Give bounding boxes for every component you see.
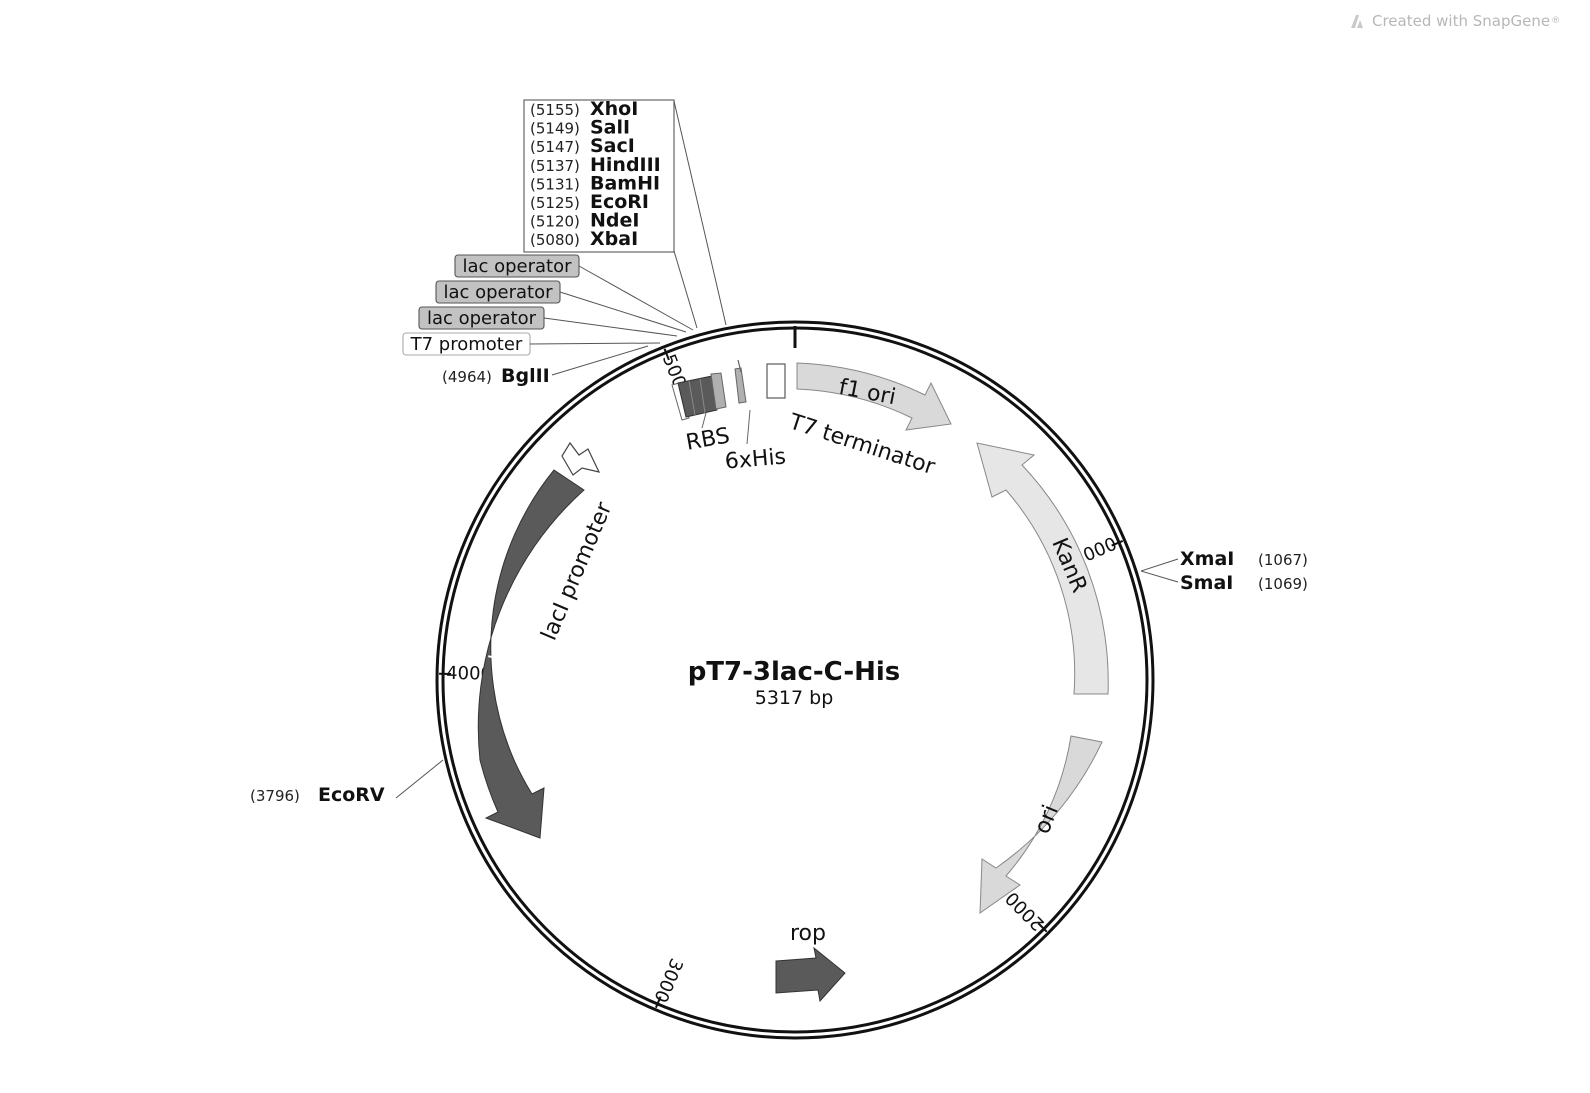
site-smai-name: SmaI bbox=[1180, 572, 1233, 594]
watermark: Created with SnapGene® bbox=[1348, 9, 1560, 33]
mcs-site-name: SacI bbox=[590, 135, 635, 157]
site-ecorv-position: (3796) bbox=[250, 787, 300, 805]
feature-laci-label: lacI bbox=[485, 621, 517, 664]
snapgene-logo-icon bbox=[1351, 15, 1363, 28]
mcs-site-position: (5147) bbox=[530, 138, 580, 156]
mcs-site-name: NdeI bbox=[590, 210, 639, 232]
feature-rbs-block bbox=[710, 372, 727, 410]
site-bglii-leader bbox=[551, 345, 649, 376]
mcs-leader-line-2 bbox=[673, 250, 698, 329]
mcs-site-position: (5137) bbox=[530, 157, 580, 175]
mcs-site-position: (5131) bbox=[530, 175, 580, 193]
feature-rop-arrow bbox=[775, 946, 846, 1003]
boxed-feature-label: T7 promoter bbox=[410, 334, 523, 355]
boxed-feature-leader bbox=[543, 317, 678, 337]
site-smai-position: (1069) bbox=[1258, 575, 1308, 593]
expression-cassette bbox=[671, 359, 751, 445]
site-xmai-name: XmaI bbox=[1180, 548, 1234, 570]
site-bglii-position: (4964) bbox=[442, 368, 492, 386]
mcs-box bbox=[523, 99, 675, 253]
site-xmai-leader bbox=[1140, 558, 1179, 572]
plasmid-name: pT7-3lac-C-His bbox=[688, 657, 901, 687]
site-smai-leader bbox=[1140, 570, 1179, 583]
tick-label: 2000 bbox=[1002, 887, 1049, 934]
boxed-feature-label: lac operator bbox=[427, 308, 537, 329]
boxed-feature-leader bbox=[559, 291, 687, 333]
backbone-outer-ring bbox=[435, 320, 1155, 1040]
site-bglii-name: BglII bbox=[501, 365, 550, 387]
feature-ori-arrow bbox=[979, 735, 1103, 914]
feature-f1-ori-arrow bbox=[796, 362, 952, 431]
watermark-text: Created with SnapGene bbox=[1372, 12, 1551, 30]
mcs-site-position: (5125) bbox=[530, 194, 580, 212]
feature-laci-promoter-arrow bbox=[561, 441, 601, 476]
tick-mark bbox=[654, 996, 662, 1009]
boxed-feature-leader bbox=[578, 265, 694, 331]
site-xmai-position: (1067) bbox=[1258, 551, 1308, 569]
boxed-feature-label: lac operator bbox=[443, 282, 553, 303]
site-ecorv-name: EcoRV bbox=[318, 784, 385, 806]
feature-rop-label: rop bbox=[790, 921, 826, 946]
feature-kanr-arrow bbox=[976, 442, 1109, 695]
tick-label: 4000 bbox=[446, 663, 492, 685]
site-ecorv-leader bbox=[395, 759, 444, 799]
feature-laci-arrow bbox=[477, 469, 585, 839]
boxed-feature-labels: lac operator lac operator lac operator T7 p… bbox=[402, 254, 694, 356]
mcs-site-position: (5155) bbox=[530, 101, 580, 119]
mcs-site-name: XbaI bbox=[590, 228, 638, 250]
feature-6xhis-block bbox=[734, 367, 747, 404]
mcs-site-name: BamHI bbox=[590, 172, 660, 194]
plasmid-length: 5317 bp bbox=[755, 687, 834, 709]
boxed-feature-leader bbox=[529, 342, 661, 345]
mcs-site-position: (5149) bbox=[530, 120, 580, 138]
tick-mark bbox=[663, 348, 670, 361]
watermark-registered-mark: ® bbox=[1551, 16, 1561, 26]
mcs-site-name: SalI bbox=[590, 117, 630, 139]
feature-t7-terminator-box bbox=[766, 363, 786, 399]
tick-mark bbox=[1037, 922, 1048, 933]
mcs-site-position: (5080) bbox=[530, 231, 580, 249]
feature-6xhis-label: 6xHis bbox=[724, 444, 787, 474]
mcs-site-name: HindIII bbox=[590, 154, 661, 176]
mcs-site-list: (5155) XhoI (5149) SalI (5147) SacI (5137) Hind… bbox=[530, 98, 661, 250]
boxed-feature-label: lac operator bbox=[462, 256, 572, 277]
feature-lac-operator-block bbox=[677, 375, 718, 418]
mcs-leader-line-1 bbox=[673, 100, 727, 326]
mcs-site-name: EcoRI bbox=[590, 191, 649, 213]
mcs-site-name: XhoI bbox=[590, 98, 638, 120]
mcs-site-position: (5120) bbox=[530, 213, 580, 231]
tick-mark bbox=[1111, 539, 1124, 547]
tick-label: 3000 bbox=[649, 955, 686, 1005]
